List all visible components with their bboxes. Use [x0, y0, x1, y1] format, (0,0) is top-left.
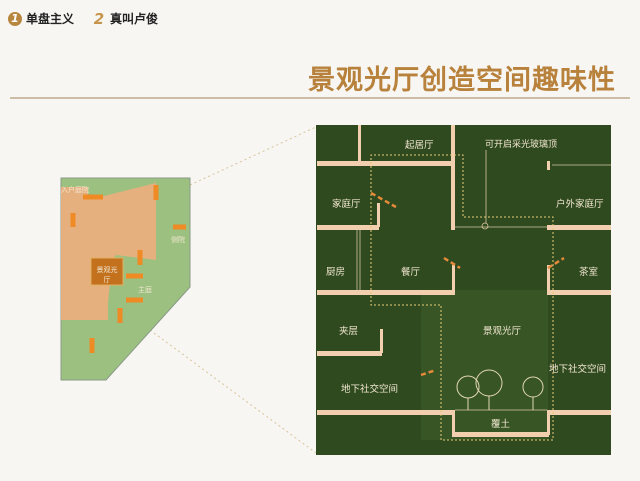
- label-kitchen: 厨房: [326, 267, 346, 278]
- label-light-hall: 景观光厅: [483, 326, 522, 337]
- plan-label-main-court: 主庭: [138, 286, 152, 294]
- nav-number-badge: 2: [93, 9, 105, 28]
- label-tea-room: 茶室: [579, 267, 599, 278]
- label-outdoor-family-room: 户外家庭厅: [556, 199, 604, 210]
- label-skylight: 可开启采光玻璃顶: [485, 140, 558, 150]
- label-living-room: 起居厅: [405, 140, 434, 151]
- plan-label-light-hall: 景观光厅: [96, 266, 118, 284]
- nav-number-badge: 1: [8, 11, 22, 26]
- label-mezzanine: 夹层: [339, 326, 359, 337]
- top-nav: 1 单盘主义 2 真叫卢俊: [8, 10, 158, 27]
- label-social-space-right: 地下社交空间: [549, 364, 607, 375]
- page-title: 景观光厅创造空间趣味性: [308, 65, 616, 96]
- floor-plan: 入户庭院 景观光厅 侧院 主庭: [58, 175, 198, 385]
- plan-label-side-court: 侧院: [171, 236, 185, 244]
- plan-label-entry-court: 入户庭院: [61, 186, 89, 194]
- nav-item-1[interactable]: 单盘主义: [26, 12, 75, 26]
- section-diagram: 起居厅 可开启采光玻璃顶 家庭厅 户外家庭厅 厨房 餐厅 茶室 景观光厅 夹层 …: [316, 125, 611, 455]
- title-divider: [10, 97, 630, 99]
- section-drawing: [317, 125, 611, 441]
- label-dining: 餐厅: [401, 267, 421, 278]
- nav-item-2[interactable]: 真叫卢俊: [110, 12, 159, 26]
- label-family-room: 家庭厅: [332, 199, 361, 210]
- label-soil: 覆土: [491, 419, 511, 430]
- label-social-space-left: 地下社交空间: [341, 384, 399, 395]
- floor-plan-drawing: [60, 177, 191, 381]
